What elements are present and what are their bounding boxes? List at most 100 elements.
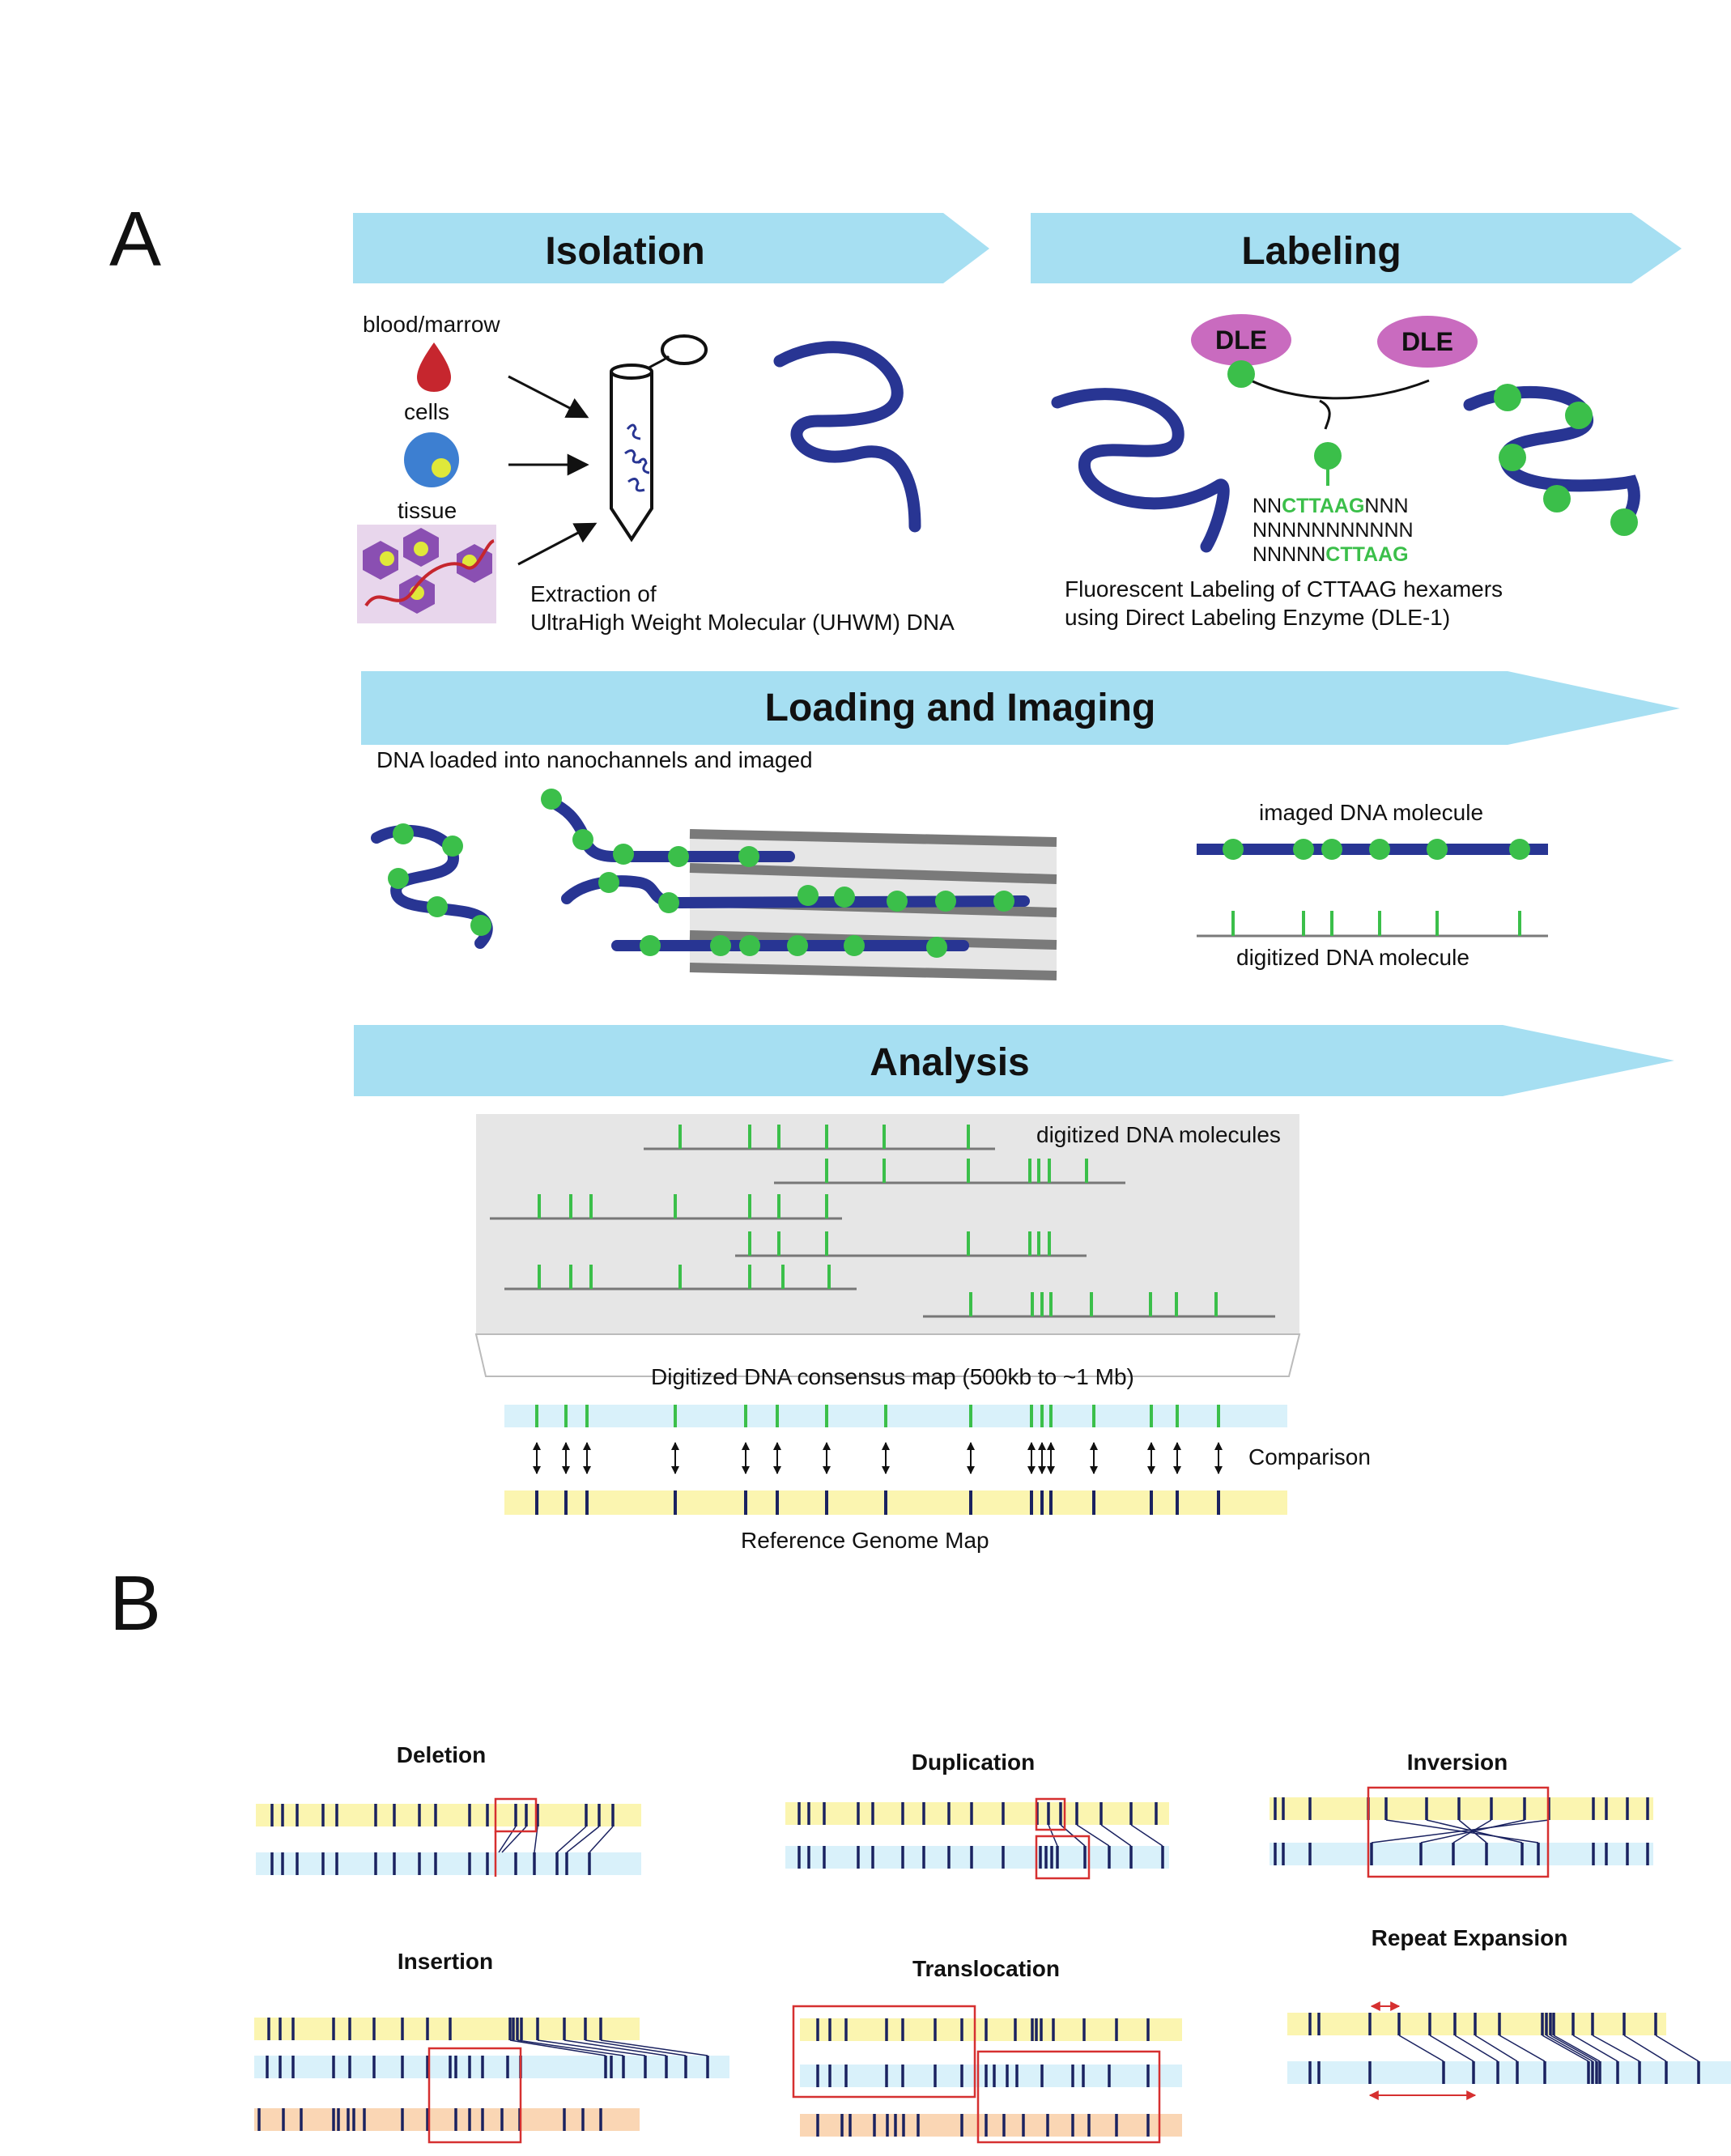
- consensus-map-labels: [535, 1405, 1220, 1427]
- digitized-molecule-label: digitized DNA molecule: [1236, 945, 1469, 970]
- sequence-line-3: NNNNNCTTAAG: [1253, 543, 1409, 566]
- reference-track: [1270, 1797, 1653, 1820]
- reference-track: [256, 1804, 641, 1826]
- svg-text:DLE: DLE: [1401, 327, 1453, 356]
- labeling-caption-line2: using Direct Labeling Enzyme (DLE-1): [1065, 605, 1450, 630]
- alignment-line: [1100, 1824, 1132, 1847]
- cell-icon: [404, 432, 459, 487]
- alignment-line: [1454, 2035, 1499, 2062]
- alignment-line: [1130, 1824, 1163, 1847]
- entering-molecules: [541, 789, 1030, 958]
- alignment-line: [1429, 2035, 1474, 2062]
- alignment-line: [1420, 1819, 1525, 1843]
- digitized-dna-molecule: [1197, 911, 1548, 938]
- alignment-line: [1546, 2035, 1593, 2062]
- sample-track: [800, 2065, 1182, 2087]
- blood-drop-icon: [417, 342, 451, 392]
- alignment-line: [589, 1826, 614, 1853]
- reference-track: [254, 2018, 640, 2040]
- source-cells-label: cells: [404, 399, 449, 424]
- sv-repeat-expansion-diagram: [1287, 2001, 1731, 2100]
- isolation-title: Isolation: [545, 230, 704, 273]
- sv-insertion-diagram: [254, 2018, 729, 2144]
- arrow-tissue-to-tube: [517, 522, 598, 566]
- sv-duplication-diagram: [785, 1797, 1169, 1880]
- unlabeled-dna-strand: [1051, 388, 1230, 553]
- isolation-banner: Isolation: [353, 213, 989, 283]
- loading-title: Loading and Imaging: [765, 687, 1156, 729]
- labeling-caption-line1: Fluorescent Labeling of CTTAAG hexamers: [1065, 576, 1503, 602]
- highlight-box: [976, 2050, 1161, 2144]
- consensus-map-bar: [504, 1405, 1287, 1427]
- alignment-line: [1398, 2035, 1444, 2062]
- alignment-line: [1553, 2035, 1601, 2062]
- reference-track: [1287, 2013, 1666, 2035]
- fluorophore-dot: [1314, 442, 1342, 470]
- alignment-line: [1499, 2035, 1546, 2062]
- arrow-blood-to-tube: [508, 375, 589, 419]
- reference-track: [800, 2018, 1182, 2041]
- alignment-line: [1076, 1824, 1110, 1847]
- highlight-box: [494, 1797, 538, 1833]
- alignment-line: [1550, 2035, 1597, 2062]
- fluorophore-dot: [1227, 360, 1255, 388]
- sv-repeat-expansion-title: Repeat Expansion: [1372, 1925, 1568, 1950]
- analysis-title: Analysis: [870, 1041, 1029, 1084]
- highlight-box: [1035, 1797, 1066, 1831]
- extraction-caption-line1: Extraction of: [530, 581, 657, 606]
- alignment-line: [537, 2039, 646, 2056]
- imaged-molecule-label: imaged DNA molecule: [1259, 800, 1483, 825]
- highlight-box: [427, 2047, 522, 2144]
- tissue-icon: [357, 525, 496, 623]
- alignment-line: [1592, 2035, 1640, 2062]
- analysis-banner: Analysis: [354, 1025, 1674, 1096]
- uhwm-dna-strand: [773, 341, 921, 533]
- dle-enzyme-left: DLE: [1191, 314, 1291, 366]
- alignment-line: [1655, 2035, 1699, 2062]
- highlight-box: [1367, 1786, 1550, 1878]
- alt-track: [254, 2108, 640, 2131]
- svg-text:DLE: DLE: [1215, 325, 1267, 355]
- loading-banner: Loading and Imaging: [361, 671, 1680, 745]
- molecules-label: digitized DNA molecules: [1036, 1122, 1281, 1147]
- sample-track: [256, 1852, 641, 1875]
- comparison-arrows: [533, 1442, 1223, 1474]
- alignment-line: [1371, 1819, 1550, 1843]
- consensus-label: Digitized DNA consensus map (500kb to ~1…: [651, 1364, 1134, 1389]
- sv-inversion-diagram: [1270, 1786, 1653, 1878]
- free-labeled-molecule: [371, 823, 493, 949]
- sv-insertion-title: Insertion: [398, 1949, 493, 1974]
- imaged-dna-molecule: [1197, 839, 1548, 860]
- reference-map-bar: [504, 1490, 1287, 1515]
- alignment-line: [1542, 2035, 1589, 2062]
- panel-b-letter: B: [109, 1560, 161, 1647]
- sv-deletion-diagram: [256, 1797, 641, 1877]
- sv-duplication-title: Duplication: [912, 1750, 1035, 1775]
- sample-track: [785, 1846, 1169, 1869]
- alignment-line: [566, 1826, 600, 1853]
- sample-track: [1287, 2061, 1731, 2084]
- highlight-box: [1035, 1835, 1091, 1880]
- loading-caption: DNA loaded into nanochannels and imaged: [376, 747, 813, 772]
- highlight-box: [792, 2005, 976, 2099]
- alignment-line: [585, 2039, 687, 2056]
- sv-deletion-title: Deletion: [397, 1742, 486, 1767]
- sv-translocation-diagram: [792, 2005, 1182, 2144]
- reference-track: [785, 1802, 1169, 1825]
- reference-label: Reference Genome Map: [741, 1528, 989, 1553]
- sample-track: [254, 2056, 729, 2078]
- alignment-line: [517, 2039, 624, 2056]
- digitized-molecules: [490, 1125, 1275, 1318]
- sequence-line-2: NNNNNNNNNNN: [1253, 519, 1414, 542]
- sample-track: [1270, 1843, 1653, 1865]
- labeling-title: Labeling: [1241, 230, 1401, 273]
- source-tissue-label: tissue: [398, 498, 457, 523]
- alignment-line: [534, 1826, 538, 1853]
- alt-track: [800, 2114, 1182, 2137]
- alignment-line: [1572, 2035, 1618, 2062]
- panel-a-letter: A: [109, 196, 161, 283]
- sequence-line-1: NNCTTAAGNNN: [1253, 495, 1409, 517]
- dle-enzyme-right: DLE: [1377, 316, 1478, 368]
- projection-funnel: [474, 1333, 1301, 1377]
